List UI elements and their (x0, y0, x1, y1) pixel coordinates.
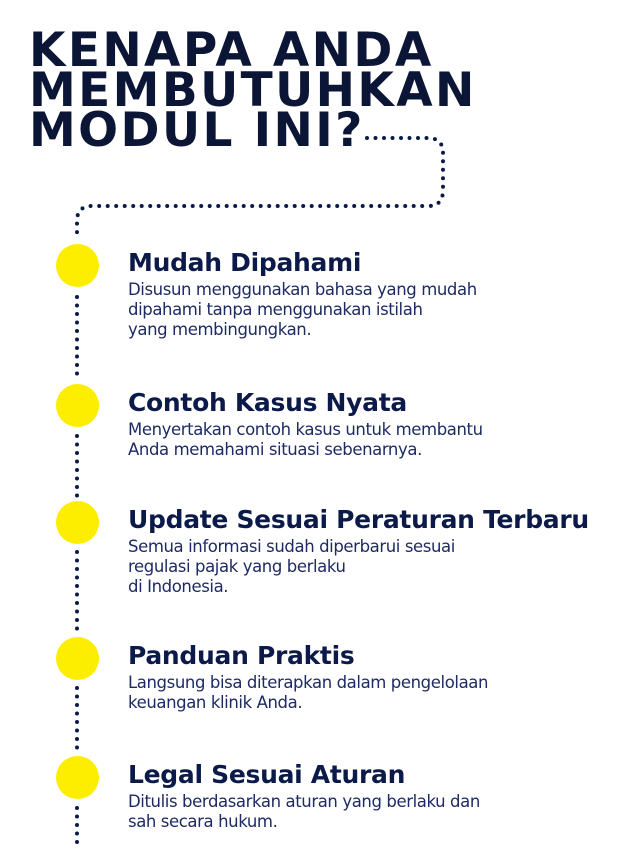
title-line-2: MEMBUTUHKAN (29, 63, 477, 118)
feature-heading: Panduan Praktis (128, 641, 355, 670)
title-line-1: KENAPA ANDA (29, 23, 434, 78)
description-line: keuangan klinik Anda. (128, 693, 303, 712)
description-line: Langsung bisa diterapkan dalam pengelola… (128, 673, 489, 692)
feature-heading: Mudah Dipahami (128, 248, 362, 277)
description-line: sah secara hukum. (128, 812, 278, 831)
bullet-circle-icon (56, 384, 99, 427)
bullet-circle-icon (56, 244, 99, 287)
feature-item-panduan-praktis: Panduan Praktis Langsung bisa diterapkan… (128, 641, 488, 713)
feature-description: Semua informasi sudah diperbarui sesuai … (128, 537, 589, 597)
description-line: Anda memahami situasi sebenarnya. (128, 440, 422, 459)
bullet-circle-icon (56, 637, 99, 680)
feature-heading: Legal Sesuai Aturan (128, 760, 406, 789)
description-line: yang membingungkan. (128, 320, 312, 339)
description-line: di Indonesia. (128, 577, 229, 596)
description-line: dipahami tanpa menggunakan istilah (128, 300, 423, 319)
feature-description: Menyertakan contoh kasus untuk membantu … (128, 420, 483, 460)
feature-description: Ditulis berdasarkan aturan yang berlaku … (128, 792, 480, 832)
bullet-circle-icon (56, 756, 99, 799)
feature-item-update-peraturan: Update Sesuai Peraturan Terbaru Semua in… (128, 505, 589, 597)
description-line: Menyertakan contoh kasus untuk membantu (128, 420, 483, 439)
title-line-3: MODUL INI? (29, 103, 365, 158)
description-line: Semua informasi sudah diperbarui sesuai (128, 537, 455, 556)
feature-item-legal: Legal Sesuai Aturan Ditulis berdasarkan … (128, 760, 480, 832)
description-line: regulasi pajak yang berlaku (128, 557, 346, 576)
page-title: KENAPA ANDA MEMBUTUHKAN MODUL INI? (29, 23, 477, 158)
feature-heading: Update Sesuai Peraturan Terbaru (128, 505, 589, 534)
feature-item-contoh-kasus: Contoh Kasus Nyata Menyertakan contoh ka… (128, 388, 483, 460)
feature-description: Disusun menggunakan bahasa yang mudah di… (128, 280, 477, 340)
description-line: Ditulis berdasarkan aturan yang berlaku … (128, 792, 480, 811)
feature-item-mudah-dipahami: Mudah Dipahami Disusun menggunakan bahas… (128, 248, 477, 340)
description-line: Disusun menggunakan bahasa yang mudah (128, 280, 477, 299)
bullet-circle-icon (56, 501, 99, 544)
feature-description: Langsung bisa diterapkan dalam pengelola… (128, 673, 488, 713)
feature-heading: Contoh Kasus Nyata (128, 388, 407, 417)
